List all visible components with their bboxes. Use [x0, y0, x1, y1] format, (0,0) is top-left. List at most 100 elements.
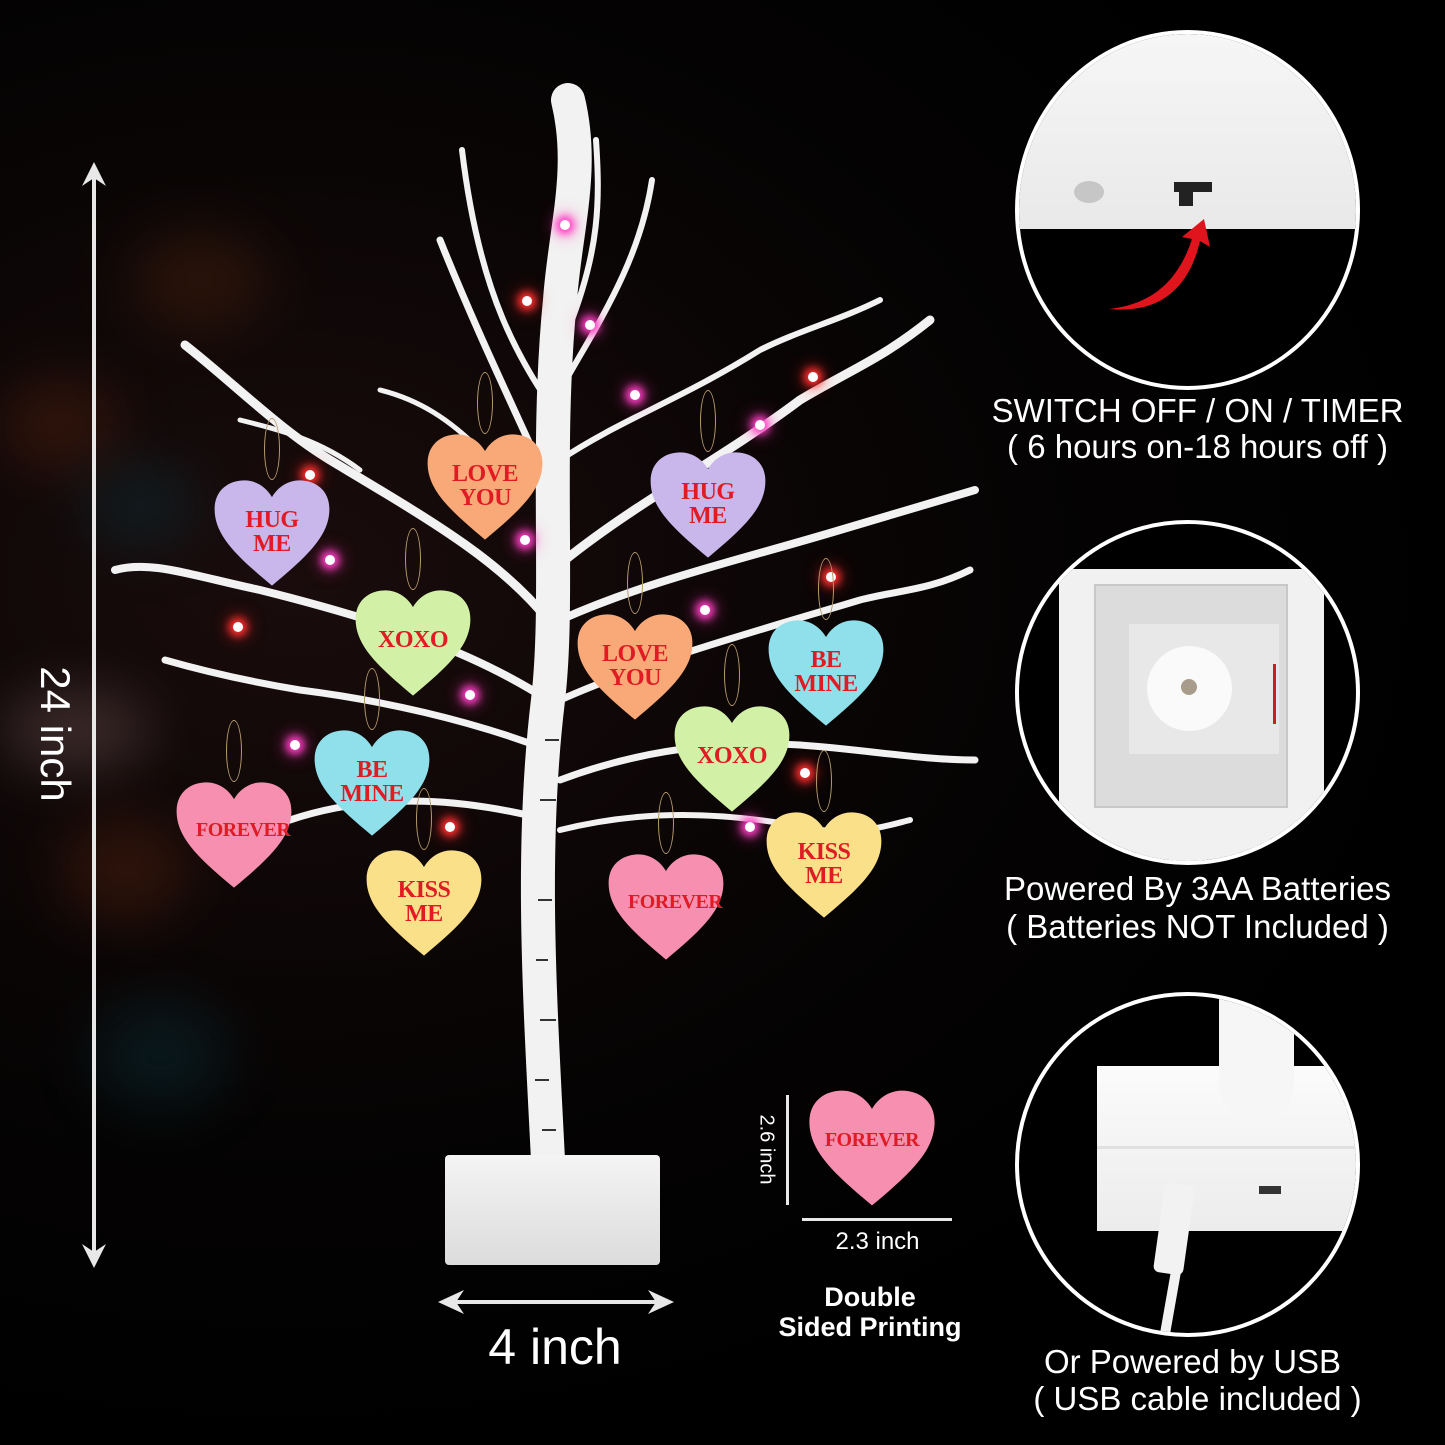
height-label: 24 inch — [32, 666, 79, 802]
led-light — [445, 822, 455, 832]
hanging-string — [818, 558, 834, 620]
heart-ornament: FOREVER — [606, 792, 726, 962]
heart-text: KISS ME — [797, 839, 851, 889]
led-light — [325, 555, 335, 565]
heart-ornament: FOREVER — [174, 720, 294, 890]
heart-text: HUG ME — [245, 507, 299, 557]
heart-shape-icon — [214, 480, 330, 586]
bokeh-light — [60, 820, 190, 920]
heart-ornament: XOXO — [353, 528, 473, 698]
bokeh-light — [90, 1000, 230, 1110]
led-light — [560, 220, 570, 230]
led-light — [520, 535, 530, 545]
led-light — [522, 296, 532, 306]
heart-shape-icon — [314, 730, 430, 836]
heart-text: FOREVER — [628, 891, 723, 913]
heart-ornament: HUG ME — [648, 390, 768, 560]
heart-shape-icon — [608, 854, 724, 960]
heart-text: XOXO — [378, 627, 449, 653]
heart-text: LOVE YOU — [451, 461, 519, 511]
feature-2-subtitle: ( Batteries NOT Included ) — [1006, 908, 1389, 945]
heart-text: BE MINE — [794, 647, 858, 697]
feature-2-title: Powered By 3AA Batteries — [1003, 870, 1392, 907]
led-light — [630, 390, 640, 400]
arrow-right-icon — [648, 1290, 674, 1314]
heart-ornament: BE MINE — [312, 668, 432, 838]
led-light — [233, 622, 243, 632]
heart-ornament: HUG ME — [212, 418, 332, 588]
led-light — [290, 740, 300, 750]
hanging-string — [264, 418, 280, 480]
battery-compartment-circle — [1015, 520, 1360, 865]
feature-3-title: Or Powered by USB — [1043, 1343, 1342, 1380]
switch-closeup-circle — [1015, 30, 1360, 390]
power-jack-icon — [1074, 181, 1104, 203]
heart-ornament: LOVE YOU — [425, 372, 545, 542]
base-width-label: 4 inch — [488, 1319, 622, 1375]
double-sided-line1: Double — [824, 1282, 916, 1312]
usb-cable-circle — [1015, 992, 1360, 1337]
led-light — [585, 320, 595, 330]
feature-1-subtitle: ( 6 hours on-18 hours off ) — [1007, 428, 1388, 465]
heart-shape-icon — [427, 434, 543, 540]
slide-switch-icon — [1174, 182, 1212, 192]
heart-shape-icon — [355, 590, 471, 696]
heart-shape-icon — [674, 706, 790, 812]
heart-shape-icon — [768, 620, 884, 726]
usb-cable-icon — [1156, 1265, 1182, 1333]
tree-base — [445, 1155, 660, 1265]
hanging-string — [477, 372, 493, 434]
ornament-height-arrow — [786, 1095, 789, 1205]
hanging-string — [658, 792, 674, 854]
ornament-heart: FOREVER — [806, 1088, 938, 1208]
height-arrow — [92, 170, 96, 1260]
heart-text: XOXO — [697, 743, 768, 769]
red-arrow-icon — [1109, 219, 1210, 310]
double-sided-line2: Sided Printing — [778, 1312, 962, 1342]
hanging-string — [364, 668, 380, 730]
trunk-icon — [1219, 996, 1294, 1116]
hanging-string — [405, 528, 421, 590]
hanging-string — [700, 390, 716, 452]
heart-shape-icon — [366, 850, 482, 956]
hanging-string — [816, 750, 832, 812]
hanging-string — [226, 720, 242, 782]
bokeh-light — [80, 460, 200, 550]
ornament-height-label: 2.6 inch — [755, 1114, 778, 1185]
arrow-left-icon — [438, 1290, 464, 1314]
ornament-heart-text: FOREVER — [824, 1129, 920, 1151]
arrow-up-icon — [82, 162, 106, 186]
led-light — [755, 420, 765, 430]
led-light — [745, 822, 755, 832]
hanging-string — [416, 788, 432, 850]
ornament-width-label: 2.3 inch — [835, 1228, 920, 1255]
heart-ornament: LOVE YOU — [575, 552, 695, 722]
bokeh-light — [0, 380, 120, 470]
width-arrow — [445, 1300, 665, 1304]
hanging-string — [724, 644, 740, 706]
heart-text: KISS ME — [397, 877, 451, 927]
heart-text: LOVE YOU — [601, 641, 669, 691]
bokeh-light — [0, 690, 150, 770]
heart-shape-icon — [766, 812, 882, 918]
feature-1-title: SWITCH OFF / ON / TIMER — [991, 392, 1404, 429]
heart-ornament: XOXO — [672, 644, 792, 814]
feature-3-subtitle: ( USB cable included ) — [1033, 1380, 1362, 1417]
led-light — [305, 470, 315, 480]
led-light — [808, 372, 818, 382]
heart-text: FOREVER — [196, 819, 291, 841]
heart-shape-icon — [577, 614, 693, 720]
ornament-width-arrow — [802, 1218, 952, 1221]
heart-ornament: BE MINE — [766, 558, 886, 728]
led-light — [700, 605, 710, 615]
heart-shape-icon — [176, 782, 292, 888]
bokeh-light — [130, 230, 270, 330]
heart-ornament: KISS ME — [364, 788, 484, 958]
led-light — [465, 690, 475, 700]
heart-ornament: KISS ME — [764, 750, 884, 920]
heart-shape-icon — [650, 452, 766, 558]
heart-text: BE MINE — [340, 757, 404, 807]
hanging-string — [627, 552, 643, 614]
heart-text: HUG ME — [681, 479, 735, 529]
